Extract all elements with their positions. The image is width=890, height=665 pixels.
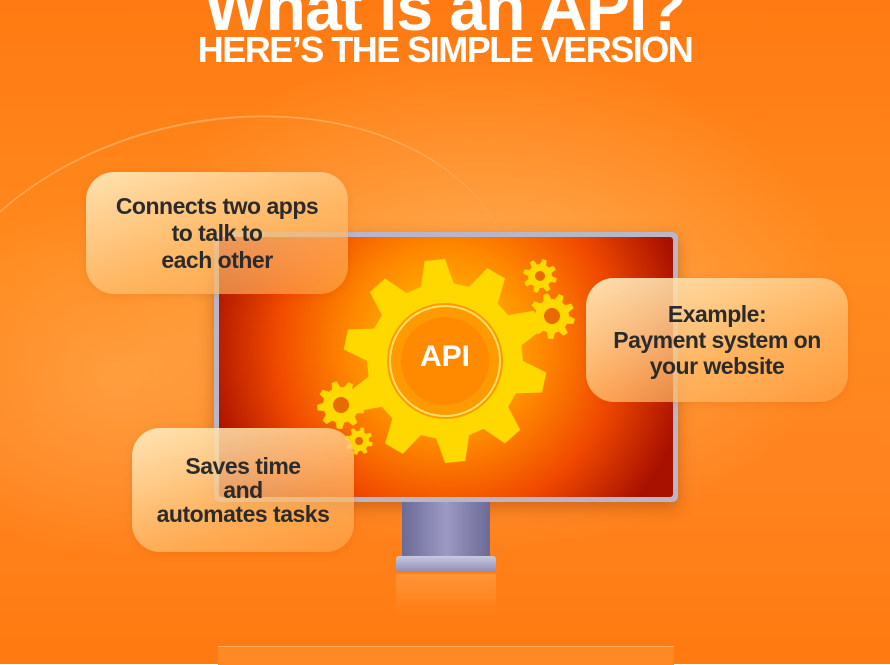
gear-icon <box>317 381 365 429</box>
bottom-strip <box>218 646 674 665</box>
gear-icon <box>523 259 557 293</box>
callout-connects-apps: Connects two apps to talk to each other <box>86 172 348 294</box>
monitor-reflection <box>396 574 496 614</box>
callout-example: Example: Payment system on your website <box>586 278 848 402</box>
page-subtitle: HERE’S THE SIMPLE VERSION <box>197 29 694 70</box>
callout-text: Saves time and automates tasks <box>156 453 330 527</box>
callout-text: Example: Payment system on your website <box>613 301 821 379</box>
callout-text: Connects two apps to talk to each other <box>115 192 319 273</box>
monitor-stand <box>402 502 490 558</box>
callout-saves-time: Saves time and automates tasks <box>132 428 354 552</box>
gear-icon <box>529 293 575 339</box>
page-title: What is an API? <box>204 0 686 44</box>
monitor-base <box>396 556 496 572</box>
api-label: API <box>419 340 470 373</box>
gear-icon <box>343 259 547 463</box>
